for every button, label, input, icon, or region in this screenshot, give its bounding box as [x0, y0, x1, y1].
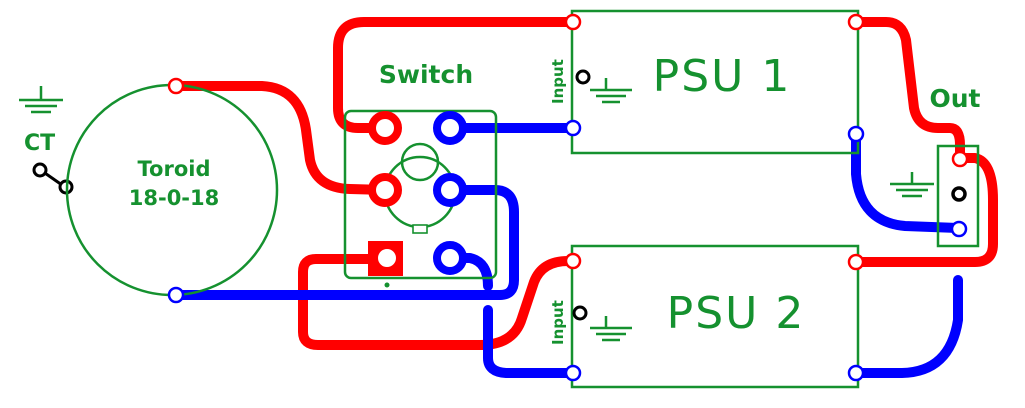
psu1-input-negative: [564, 119, 582, 137]
psu1-title: PSU 1: [653, 51, 792, 102]
trace-output-to-psu2-neg: [851, 275, 963, 378]
trace-switch-to-psu2-input: [298, 254, 578, 350]
toroid-bottom-terminal: [167, 286, 185, 304]
ground-icon-output: [890, 172, 934, 198]
toroid-label: Toroid: [138, 157, 211, 181]
psu2-input-positive: [564, 252, 582, 270]
psu1-output-negative: [847, 125, 865, 143]
toroid-top-terminal: [167, 77, 185, 95]
trace-psu1-neg-to-output: [851, 129, 963, 233]
trace-switch-mid-right: [445, 185, 519, 300]
toroid-rating: 18-0-18: [129, 186, 220, 210]
ct-label: CT: [24, 131, 55, 156]
switch: [343, 109, 498, 288]
switch-pad-2: [433, 111, 467, 145]
output-positive-terminal: [951, 150, 969, 168]
psu2: [564, 244, 865, 389]
output-ground-terminal: [951, 186, 967, 202]
psu1: [564, 9, 865, 155]
psu2-ground-terminal: [572, 305, 588, 321]
blue-traces: [171, 123, 963, 378]
switch-pad-4: [433, 173, 467, 207]
ground-icon-ct: [19, 86, 63, 114]
switch-pad-3: [368, 173, 402, 207]
trace-toroid-top-to-switch: [171, 81, 390, 195]
psu2-input-label: Input: [549, 300, 567, 345]
psu2-title: PSU 2: [667, 288, 806, 339]
switch-pad-1: [368, 111, 402, 145]
psu1-output-positive: [847, 13, 865, 31]
switch-pad-6: [433, 241, 467, 275]
red-traces: [171, 17, 998, 350]
psu1-input-label: Input: [549, 59, 567, 104]
output-negative-terminal: [950, 220, 968, 238]
trace-switch-to-psu2-neg-b: [483, 305, 578, 378]
psu2-output-negative: [847, 364, 865, 382]
trace-output-to-psu2: [851, 153, 998, 267]
ground-icon-psu2: [590, 316, 632, 342]
trace-switch-to-psu1-input: [333, 17, 578, 133]
psu1-ground-terminal: [575, 69, 591, 85]
trace-psu1-out-to-output: [851, 17, 965, 163]
output-label: Out: [929, 84, 980, 113]
ground-icon-psu1: [590, 78, 632, 104]
psu2-input-negative: [564, 364, 582, 382]
switch-label: Switch: [379, 60, 473, 89]
psu2-output-positive: [847, 253, 865, 271]
output-connector: [936, 144, 980, 248]
trace-switch-to-psu2-neg: [445, 253, 493, 291]
psu1-input-positive: [564, 13, 582, 31]
toroid: [65, 77, 279, 304]
